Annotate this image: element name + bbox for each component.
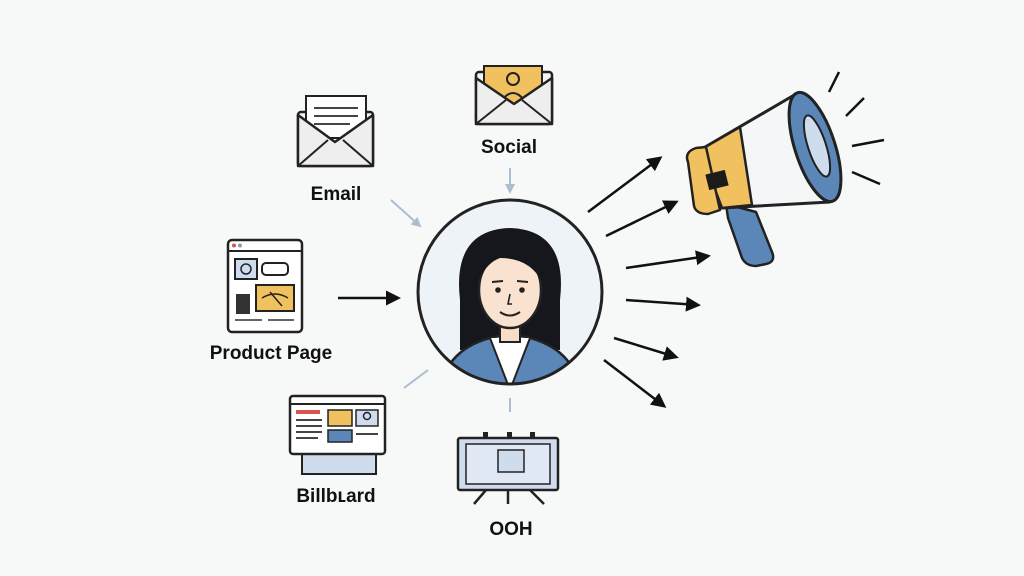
- ooh-label: OOH: [489, 519, 533, 540]
- social-envelope-icon: [474, 65, 554, 126]
- customer-avatar: [416, 198, 604, 386]
- social-label: Social: [481, 137, 537, 158]
- billboard-label: Billbʟard: [296, 486, 376, 507]
- outbound-arrows: [587, 156, 711, 408]
- product-page-icon: [226, 238, 304, 334]
- envelope-icon: [296, 95, 375, 168]
- inbound-arrows: [338, 168, 515, 412]
- megaphone-icon: [685, 71, 885, 268]
- product-page-label: Product Page: [209, 343, 333, 364]
- email-label: Email: [310, 184, 362, 205]
- outdoor-billboard-icon: [456, 432, 560, 505]
- billboard-screen-icon: [288, 394, 387, 475]
